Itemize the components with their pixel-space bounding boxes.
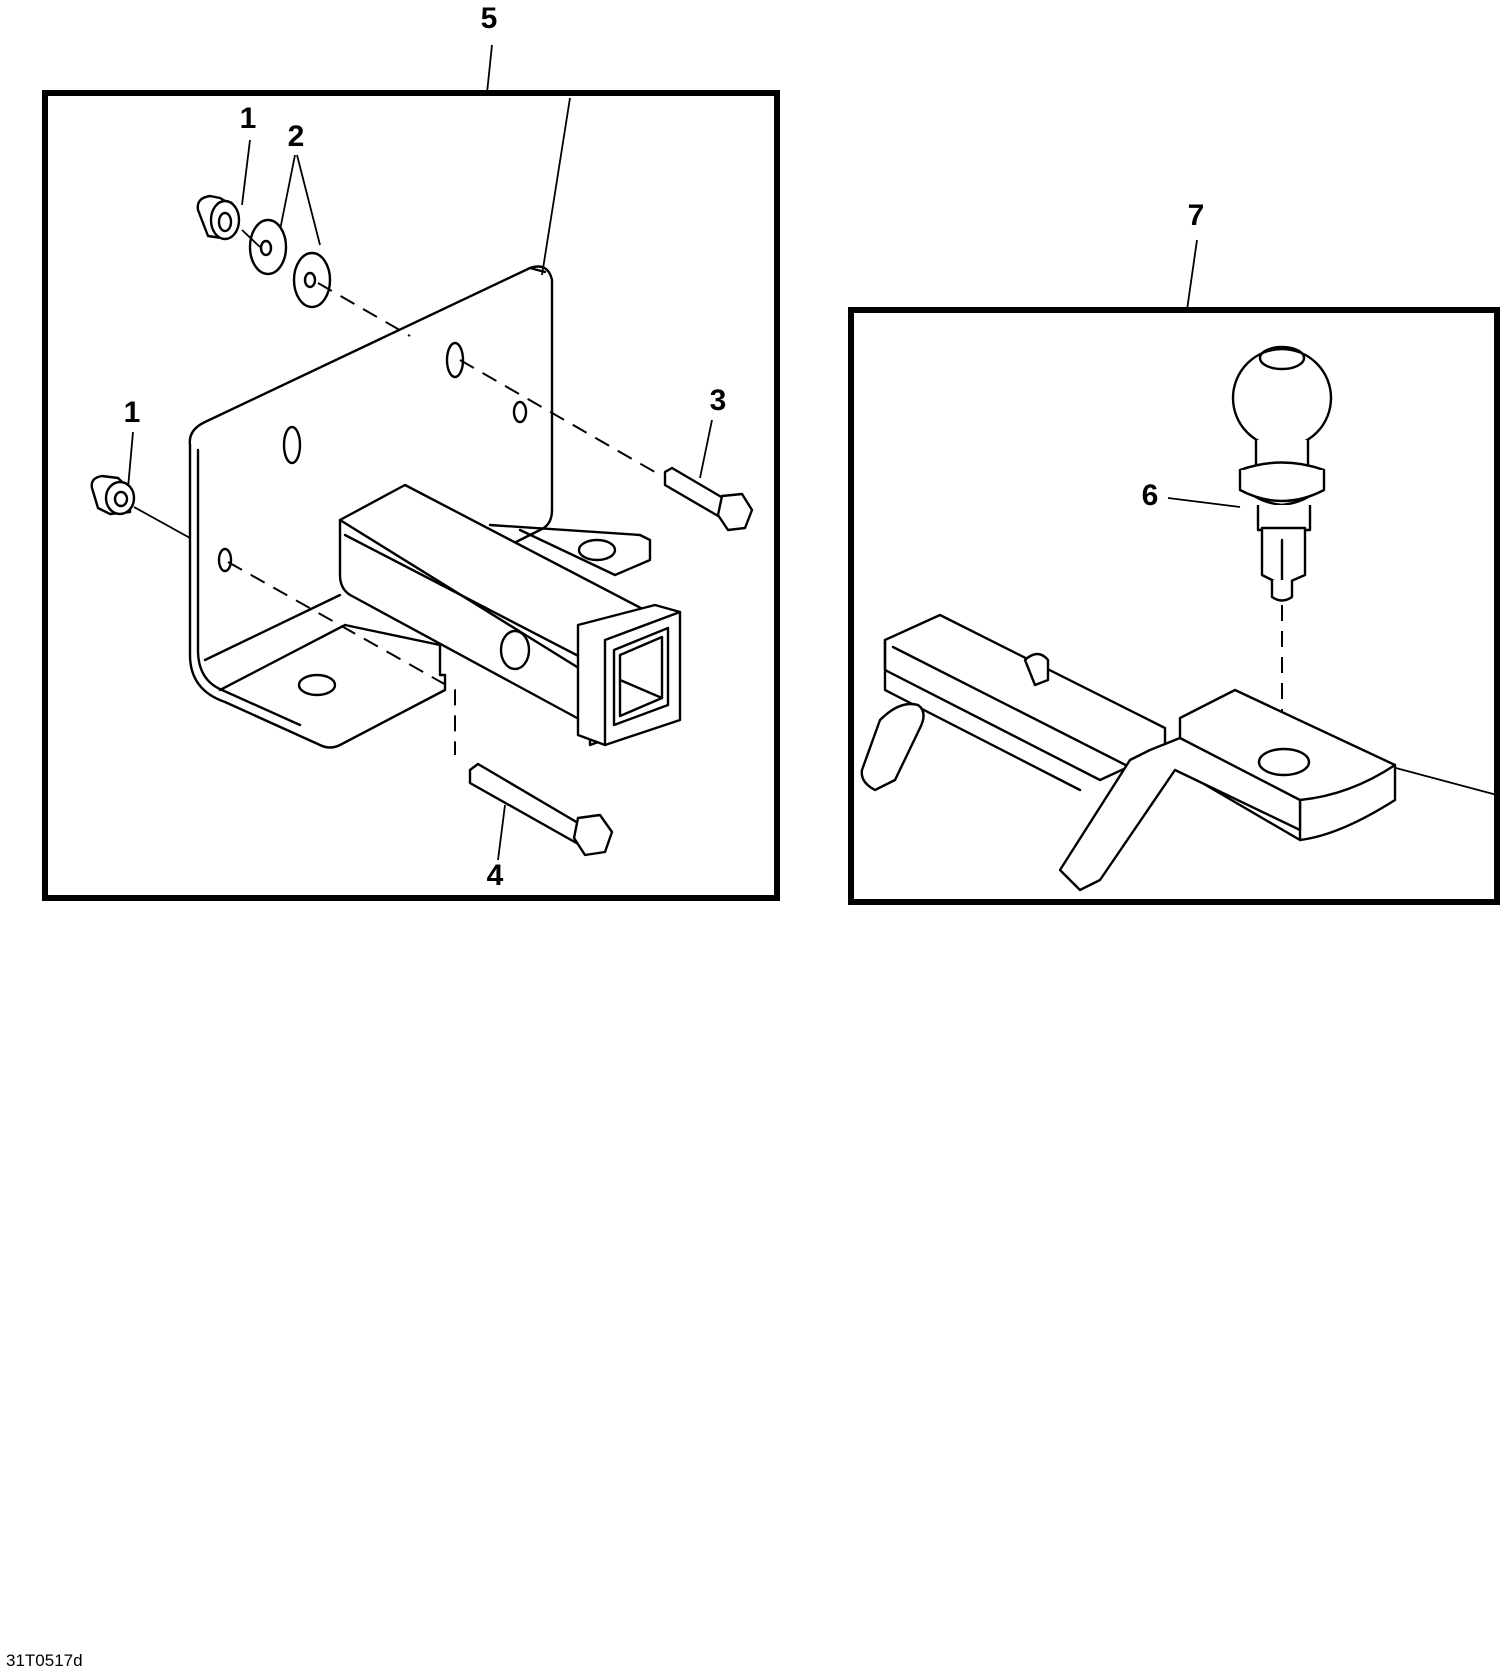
bracket-plate xyxy=(188,265,554,727)
callout-5: 5 xyxy=(481,2,498,35)
ball-mount-icon xyxy=(860,613,1397,892)
bolt-upper-icon xyxy=(663,466,754,532)
callout-1-top: 1 xyxy=(240,102,257,135)
figure-id-label: 31T0517d xyxy=(6,1651,83,1670)
callout-4: 4 xyxy=(487,859,504,892)
callout-7: 7 xyxy=(1188,199,1205,232)
callout-6: 6 xyxy=(1142,479,1159,512)
callout-3: 3 xyxy=(710,384,727,417)
panel-frame-right xyxy=(848,307,1500,905)
panel-receiver-hitch: 5 1 2 xyxy=(42,2,780,901)
panel-ball-mount: 7 6 xyxy=(848,199,1500,905)
bolt-lower-icon xyxy=(468,762,614,857)
callout-2: 2 xyxy=(288,120,305,153)
washer-icon xyxy=(248,218,332,309)
panel-frame-left xyxy=(42,90,780,901)
hitch-ball-icon xyxy=(1231,345,1333,602)
callout-1-left: 1 xyxy=(124,396,141,429)
flange-nut-left-icon xyxy=(90,474,136,516)
flange-nut-icon xyxy=(196,194,241,241)
